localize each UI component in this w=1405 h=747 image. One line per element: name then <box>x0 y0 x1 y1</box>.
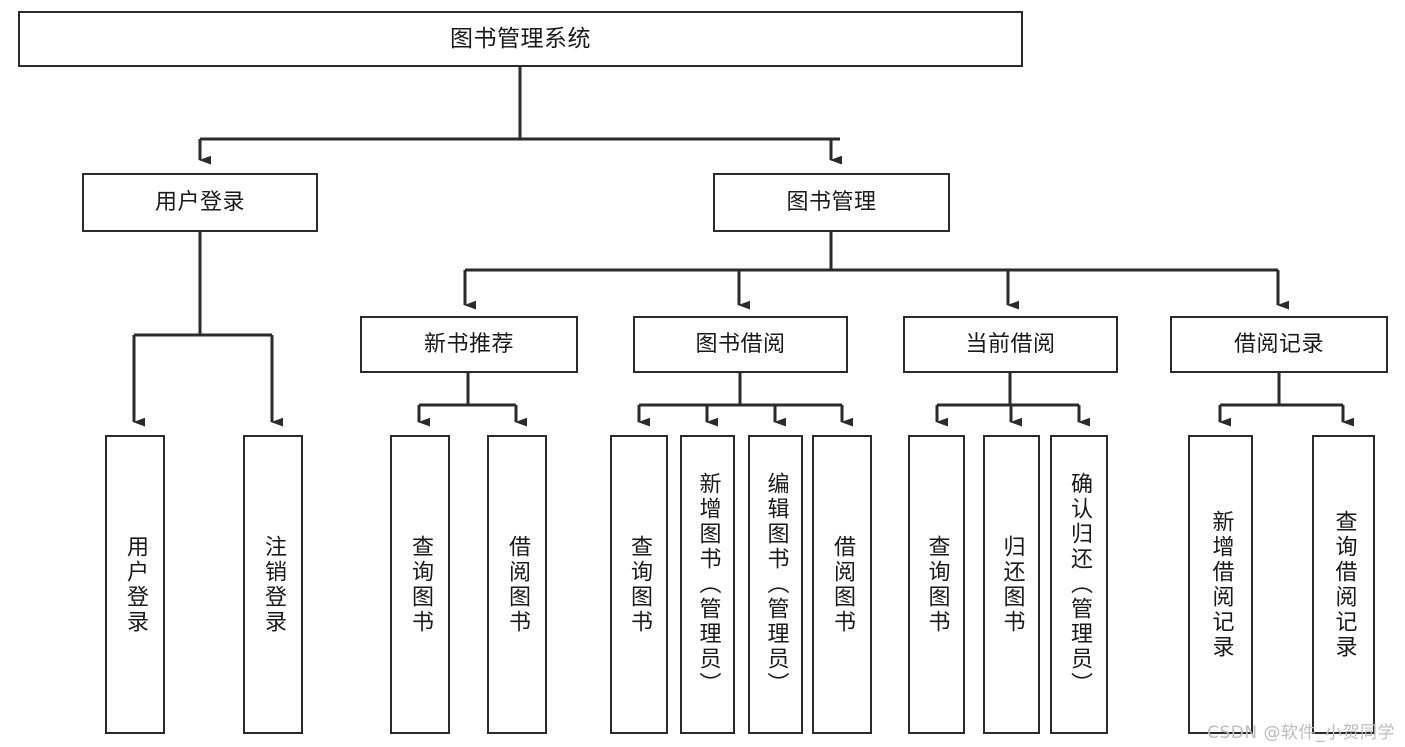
node-leaf-add-book-admin-label: 新增图书（管理员） <box>695 472 721 697</box>
node-book-manage[interactable]: 图书管理 <box>713 173 950 232</box>
node-leaf-query-book-1[interactable]: 查询图书 <box>390 435 450 734</box>
node-leaf-edit-book-admin-label: 编辑图书（管理员） <box>763 472 789 697</box>
node-leaf-query-book-3-label: 查询图书 <box>924 534 950 635</box>
node-leaf-confirm-return-admin[interactable]: 确认归还（管理员） <box>1050 435 1108 734</box>
node-leaf-edit-book-admin[interactable]: 编辑图书（管理员） <box>748 435 803 734</box>
node-leaf-return-book[interactable]: 归还图书 <box>983 435 1040 734</box>
node-user-login[interactable]: 用户登录 <box>82 173 318 232</box>
node-leaf-confirm-return-admin-label: 确认归还（管理员） <box>1067 472 1092 697</box>
node-root-label: 图书管理系统 <box>450 25 591 52</box>
node-root[interactable]: 图书管理系统 <box>18 11 1023 67</box>
node-leaf-logout[interactable]: 注销登录 <box>243 435 303 734</box>
node-leaf-query-book-1-label: 查询图书 <box>408 534 433 635</box>
node-current-borrow[interactable]: 当前借阅 <box>903 316 1118 373</box>
node-book-manage-label: 图书管理 <box>786 189 877 215</box>
node-current-borrow-label: 当前借阅 <box>965 331 1056 357</box>
node-leaf-add-borrow-record-label: 新增借阅记录 <box>1208 509 1234 660</box>
watermark: CSDN @软件_小贺同学 <box>1207 723 1395 743</box>
node-book-borrow[interactable]: 图书借阅 <box>633 316 848 373</box>
node-leaf-query-borrow-record-label: 查询借阅记录 <box>1331 509 1357 660</box>
node-leaf-borrow-book-1[interactable]: 借阅图书 <box>487 435 547 734</box>
node-leaf-query-book-3[interactable]: 查询图书 <box>908 435 965 734</box>
node-user-login-label: 用户登录 <box>154 189 245 215</box>
node-leaf-borrow-book-1-label: 借阅图书 <box>505 534 530 635</box>
node-leaf-user-login-label: 用户登录 <box>123 534 148 635</box>
node-leaf-return-book-label: 归还图书 <box>999 534 1025 635</box>
node-leaf-add-book-admin[interactable]: 新增图书（管理员） <box>680 435 735 734</box>
node-borrow-record[interactable]: 借阅记录 <box>1170 316 1388 373</box>
node-leaf-add-borrow-record[interactable]: 新增借阅记录 <box>1188 435 1253 734</box>
node-new-book-recommend[interactable]: 新书推荐 <box>360 316 578 373</box>
node-new-book-recommend-label: 新书推荐 <box>423 331 514 357</box>
node-leaf-query-borrow-record[interactable]: 查询借阅记录 <box>1312 435 1375 734</box>
node-leaf-borrow-book-2-label: 借阅图书 <box>830 534 855 635</box>
node-leaf-user-login[interactable]: 用户登录 <box>105 435 165 734</box>
node-leaf-query-book-2-label: 查询图书 <box>627 534 652 635</box>
node-leaf-query-book-2[interactable]: 查询图书 <box>610 435 668 734</box>
node-leaf-logout-label: 注销登录 <box>261 534 286 635</box>
node-leaf-borrow-book-2[interactable]: 借阅图书 <box>812 435 872 734</box>
node-borrow-record-label: 借阅记录 <box>1233 331 1324 357</box>
node-book-borrow-label: 图书借阅 <box>695 331 786 357</box>
